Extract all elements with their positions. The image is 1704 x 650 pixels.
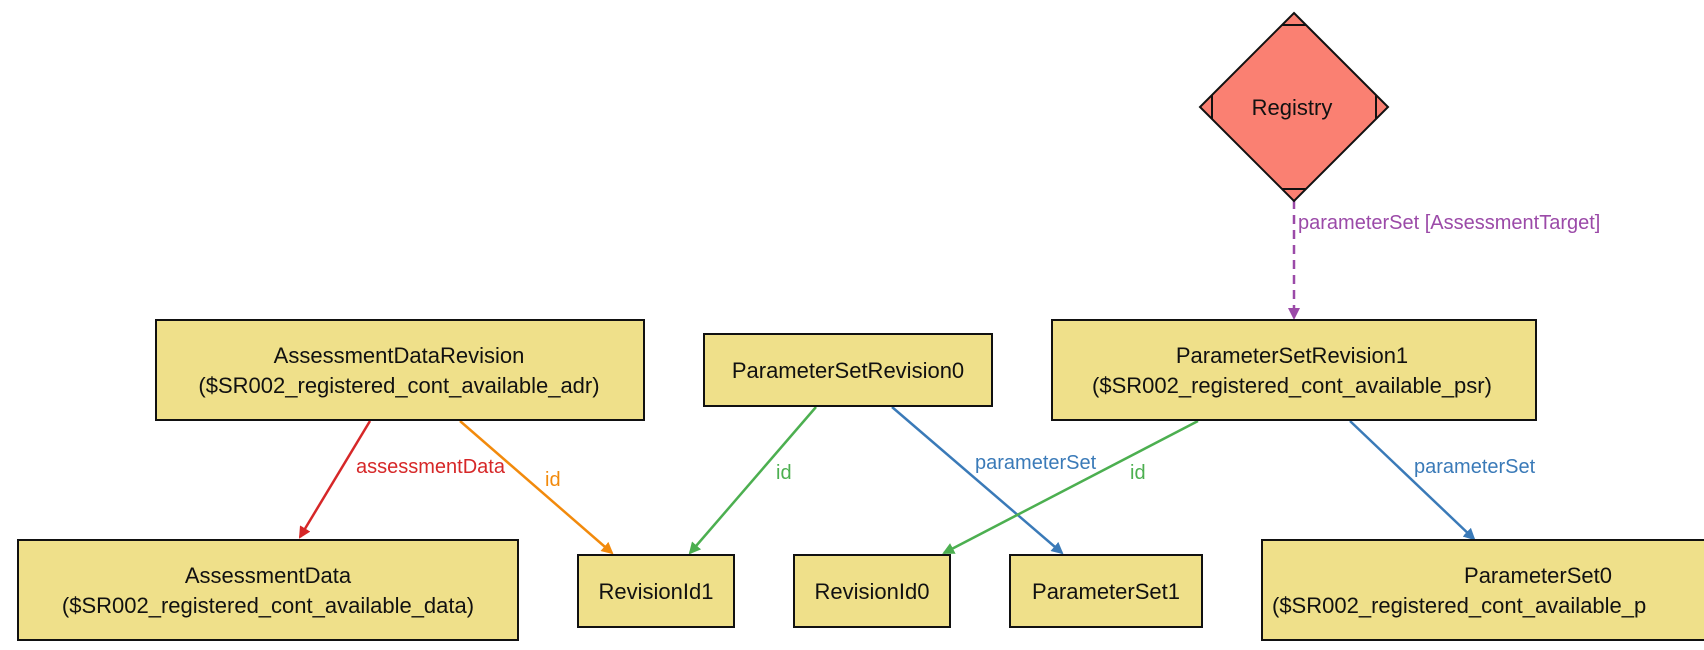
edge-label-registry-parameter-set: parameterSet [AssessmentTarget] xyxy=(1298,212,1600,234)
edge-label-psr0-id: id xyxy=(776,462,792,484)
edge-assessment-data-revision-to-assessment-data xyxy=(298,420,372,539)
revision-id1-name: RevisionId1 xyxy=(599,579,714,604)
assessment-data-revision-variable: ($SR002_registered_cont_available_adr) xyxy=(198,373,599,398)
parameter-set1-name: ParameterSet1 xyxy=(1032,579,1180,604)
node-assessment-data-revision[interactable]: AssessmentDataRevision ($SR002_registere… xyxy=(155,319,645,421)
node-parameter-set0[interactable]: ParameterSet0 ($SR002_registered_cont_av… xyxy=(1261,539,1704,641)
edge-parameter-set-revision1-to-revision-id0 xyxy=(942,419,1199,555)
parameter-set-revision0-name: ParameterSetRevision0 xyxy=(732,358,964,383)
edge-parameter-set-revision0-to-parameter-set1 xyxy=(891,406,1064,555)
node-revision-id0[interactable]: RevisionId0 xyxy=(793,554,951,628)
parameter-set0-name: ParameterSet0 xyxy=(1464,563,1612,588)
node-parameter-set-revision0[interactable]: ParameterSetRevision0 xyxy=(703,333,993,407)
assessment-data-name: AssessmentData xyxy=(185,563,352,588)
edge-assessment-data-revision-to-revision-id1 xyxy=(459,420,614,555)
edge-label-assessment-data: assessmentData xyxy=(356,456,506,478)
edge-label-psr1-id: id xyxy=(1130,462,1146,484)
node-parameter-set-revision1[interactable]: ParameterSetRevision1 ($SR002_registered… xyxy=(1051,319,1537,421)
node-assessment-data[interactable]: AssessmentData ($SR002_registered_cont_a… xyxy=(17,539,519,641)
parameter-set-revision1-variable: ($SR002_registered_cont_available_psr) xyxy=(1092,373,1492,398)
registry-label: Registry xyxy=(1252,95,1333,120)
edge-parameter-set-revision1-to-parameter-set0 xyxy=(1349,420,1476,541)
node-registry[interactable]: Registry xyxy=(1198,11,1390,203)
edge-parameter-set-revision0-to-revision-id1 xyxy=(688,406,817,555)
edge-label-psr0-parameter-set: parameterSet xyxy=(975,452,1097,474)
assessment-data-revision-name: AssessmentDataRevision xyxy=(274,343,525,368)
node-revision-id1[interactable]: RevisionId1 xyxy=(577,554,735,628)
assessment-data-variable: ($SR002_registered_cont_available_data) xyxy=(62,593,474,618)
parameter-set0-variable: ($SR002_registered_cont_available_p xyxy=(1272,593,1646,618)
parameter-set-revision1-name: ParameterSetRevision1 xyxy=(1176,343,1408,368)
revision-id0-name: RevisionId0 xyxy=(815,579,930,604)
node-parameter-set1[interactable]: ParameterSet1 xyxy=(1009,554,1203,628)
edge-label-psr1-parameter-set: parameterSet xyxy=(1414,456,1536,478)
edge-label-adr-id: id xyxy=(545,469,561,491)
